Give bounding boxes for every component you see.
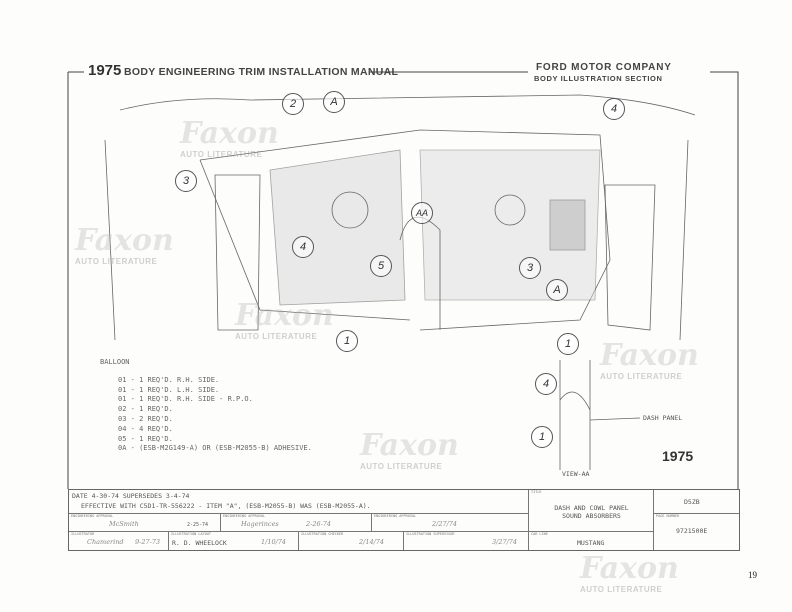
eng-approval-1: ENGINEERING APPROVAL McSmith 2-25-74 (69, 514, 221, 532)
balloon: 3 (175, 170, 197, 192)
header-section: BODY ILLUSTRATION SECTION (534, 74, 663, 83)
page-number: 19 (748, 570, 757, 580)
balloon: 3 (519, 257, 541, 279)
car-line-cell: CAR LINE MUSTANG (529, 532, 654, 550)
layout-cell: ILLUSTRATION LAYOUT R. D. WHEELOCK 1/10/… (169, 532, 299, 550)
page-number-cell: PAGE NUMBER 9721500E (654, 514, 739, 550)
legend-item: 05 - 1 REQ'D. (118, 434, 173, 443)
balloon: 5 (370, 255, 392, 277)
balloon: 2 (282, 93, 304, 115)
car-line: MUSTANG (577, 539, 605, 547)
balloon: AA (411, 202, 433, 224)
legend-item: 02 - 1 REQ'D. (118, 405, 173, 414)
balloon: 4 (603, 98, 625, 120)
signature: McSmith (109, 520, 139, 528)
balloon: 1 (557, 333, 579, 355)
field-label: PAGE NUMBER (656, 514, 680, 518)
signature: Hagerinces (241, 520, 279, 528)
legend-item: 01 - 1 REQ'D. R.H. SIDE. (118, 375, 220, 384)
title-block: DATE 4-30-74 SUPERSEDES 3-4-74 EFFECTIVE… (68, 489, 740, 551)
year-mark: 1975 (662, 448, 694, 464)
field-label: ENGINEERING APPROVAL (374, 514, 417, 518)
code: D5ZB (684, 498, 700, 506)
eng-approval-3: ENGINEERING APPROVAL 2/27/74 (372, 514, 529, 532)
field-label: ILLUSTRATION SUPERVISOR (406, 532, 455, 536)
date: 2/27/74 (432, 520, 458, 528)
date: 1/10/74 (261, 538, 287, 546)
field-label: ENGINEERING APPROVAL (71, 514, 114, 518)
legend-item: 03 - 2 REQ'D. (118, 414, 173, 423)
field-label: CAR LINE (531, 532, 548, 536)
field-label: TITLE (531, 490, 542, 494)
header-title: BODY ENGINEERING TRIM INSTALLATION MANUA… (124, 66, 399, 78)
balloon: A (546, 279, 568, 301)
balloon: A (323, 91, 345, 113)
revision-line-1: DATE 4-30-74 SUPERSEDES 3-4-74 (72, 492, 190, 500)
frame-border (67, 71, 739, 489)
field-label: ENGINEERING APPROVAL (223, 514, 266, 518)
legend-item: 04 - 4 REQ'D. (118, 424, 173, 433)
balloon: 4 (535, 373, 557, 395)
field-label: ILLUSTRATION CHECKER (301, 532, 344, 536)
page-number-code: 9721500E (676, 527, 708, 535)
legend-item: 01 - 1 REQ'D. R.H. SIDE - R.P.O. (118, 395, 253, 404)
code-cell: D5ZB (654, 490, 739, 514)
date: 2-25-74 (187, 522, 209, 528)
header-company: FORD MOTOR COMPANY (536, 62, 672, 73)
field-label: ILLUSTRATION LAYOUT (171, 532, 212, 536)
eng-approval-2: ENGINEERING APPROVAL Hagerinces 2-26-74 (221, 514, 372, 532)
revision-cell: DATE 4-30-74 SUPERSEDES 3-4-74 EFFECTIVE… (69, 490, 529, 514)
header-year: 1975 (88, 62, 122, 79)
checker-cell: ILLUSTRATION CHECKER 2/14/74 (299, 532, 404, 550)
date: 2/14/74 (359, 538, 385, 546)
title-line: DASH AND COWL PANEL (554, 504, 629, 512)
view-label: VIEW-AA (562, 470, 590, 478)
signature: Chamerind (87, 538, 124, 546)
supervisor-cell: ILLUSTRATION SUPERVISOR 3/27/74 (404, 532, 529, 550)
illustrator-cell: ILLUSTRATOR Chamerind 9-27-73 (69, 532, 169, 550)
dash-panel-illustration (104, 94, 696, 470)
date: 9-27-73 (135, 538, 161, 546)
legend-heading: BALLOON (100, 358, 130, 366)
balloon: 1 (531, 426, 553, 448)
field-label: ILLUSTRATOR (71, 532, 95, 536)
layout-name: R. D. WHEELOCK (172, 539, 227, 547)
balloon: 4 (292, 236, 314, 258)
title-line: SOUND ABSORBERS (562, 512, 621, 520)
balloon: 1 (336, 330, 358, 352)
title-cell: TITLE DASH AND COWL PANEL SOUND ABSORBER… (529, 490, 654, 532)
date: 3/27/74 (492, 538, 518, 546)
legend-item: 0A - (ESB-M2G149-A) OR (ESB-M2055-B) ADH… (118, 444, 312, 453)
dash-panel-label: DASH PANEL (643, 414, 683, 422)
drawing-title: DASH AND COWL PANEL SOUND ABSORBERS (549, 504, 634, 520)
date: 2-26-74 (306, 520, 332, 528)
legend-item: 01 - 1 REQ'D. L.H. SIDE. (118, 385, 220, 394)
revision-line-2: EFFECTIVE WITH C5D1-TR-556222 - ITEM "A"… (81, 502, 371, 510)
